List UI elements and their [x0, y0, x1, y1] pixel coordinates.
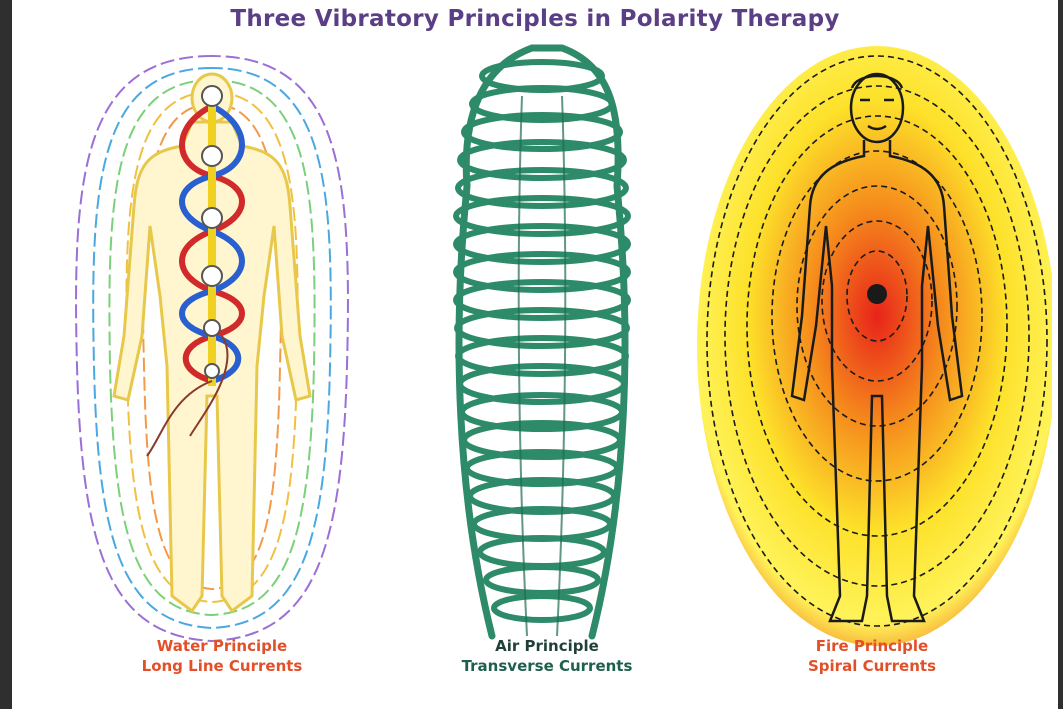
- air-currents-label: Transverse Currents: [422, 656, 672, 676]
- fire-principle-label: Fire Principle: [692, 636, 1052, 656]
- air-principle-caption: Air Principle Transverse Currents: [422, 636, 672, 676]
- diagram-title: Three Vibratory Principles in Polarity T…: [12, 6, 1058, 32]
- water-body-illustration: [52, 36, 392, 656]
- fire-body-illustration: [692, 36, 1052, 656]
- fire-principle-panel: Fire Principle Spiral Currents: [692, 36, 1052, 656]
- water-principle-caption: Water Principle Long Line Currents: [52, 636, 392, 676]
- air-principle-panel: Air Principle Transverse Currents: [422, 36, 672, 656]
- water-currents-label: Long Line Currents: [52, 656, 392, 676]
- navel-center: [867, 284, 887, 304]
- air-principle-label: Air Principle: [422, 636, 672, 656]
- fire-principle-caption: Fire Principle Spiral Currents: [692, 636, 1052, 676]
- fire-currents-label: Spiral Currents: [692, 656, 1052, 676]
- water-principle-panel: Water Principle Long Line Currents: [52, 36, 392, 656]
- water-principle-label: Water Principle: [52, 636, 392, 656]
- fire-aura: [697, 46, 1052, 646]
- diagram-canvas: Three Vibratory Principles in Polarity T…: [12, 0, 1058, 709]
- air-coils-illustration: [422, 36, 672, 656]
